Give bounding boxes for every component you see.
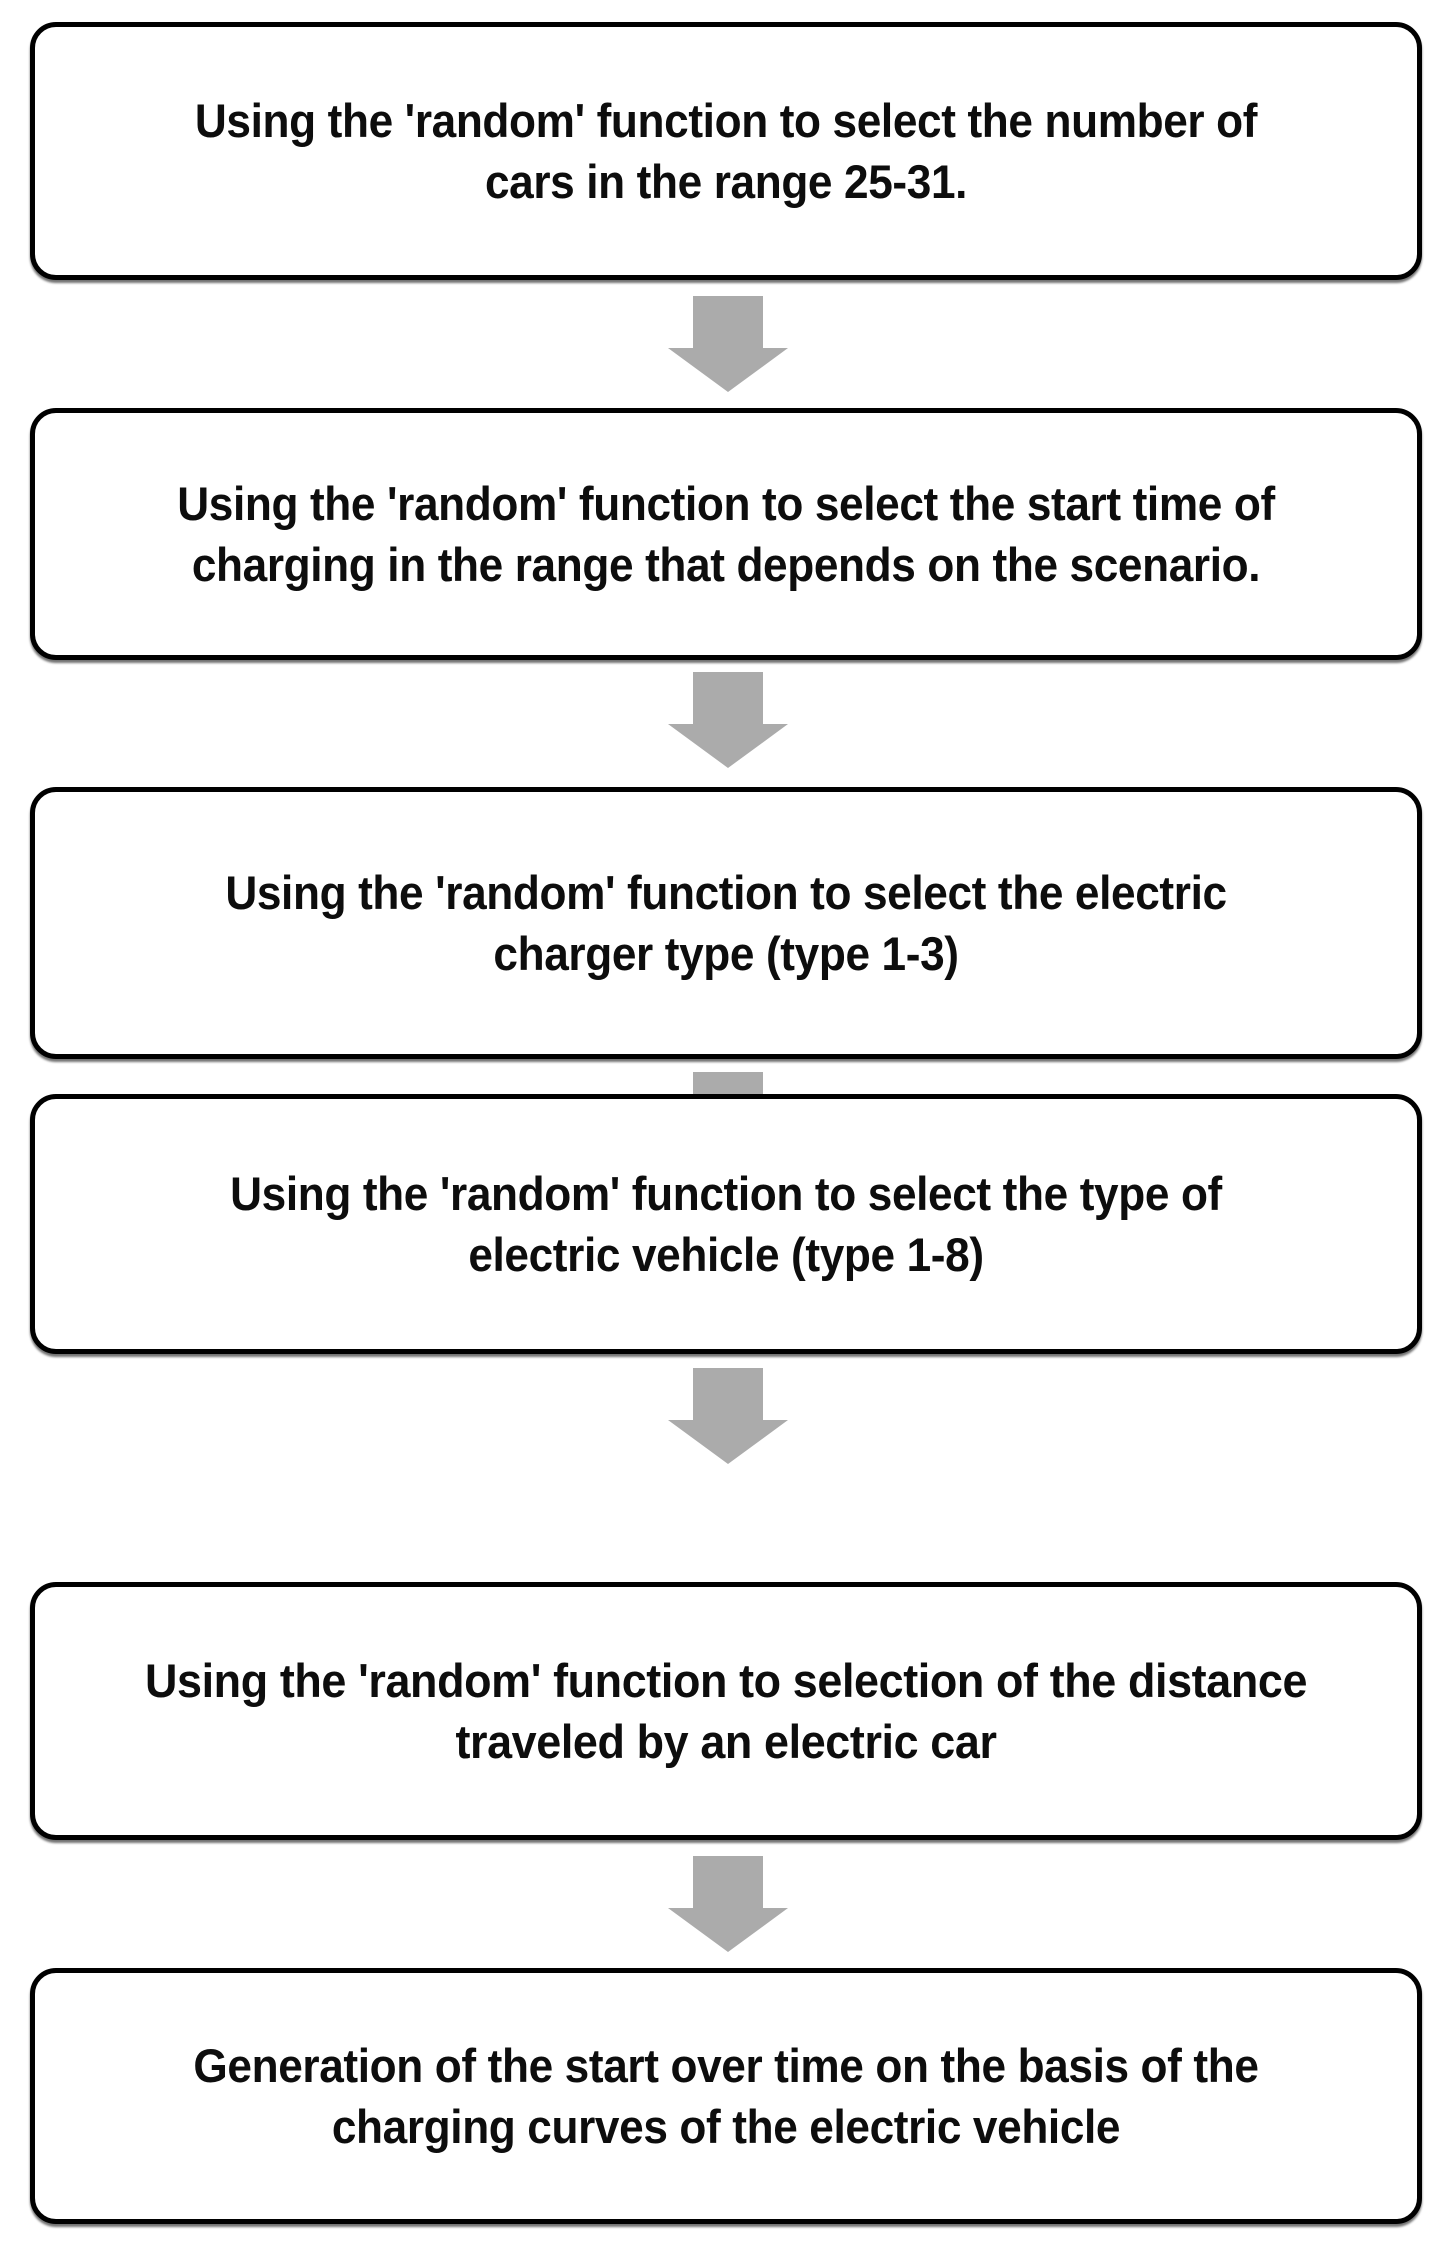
flow-arrow-4-to-5 (668, 1368, 788, 1464)
flowchart-node-step-3: Using the 'random' function to select th… (30, 787, 1422, 1059)
node-label-step-4: Using the 'random' function to select th… (230, 1166, 1222, 1281)
down-arrow-icon (668, 296, 788, 392)
node-label-step-3: Using the 'random' function to select th… (225, 865, 1227, 980)
down-arrow-icon (668, 1368, 788, 1464)
flowchart-node-step-6: Generation of the start over time on the… (30, 1968, 1422, 2224)
flow-arrow-5-to-6 (668, 1856, 788, 1952)
flowchart-node-step-1: Using the 'random' function to select th… (30, 22, 1422, 280)
node-label-step-1: Using the 'random' function to select th… (194, 93, 1258, 208)
flowchart-node-step-5: Using the 'random' function to selection… (30, 1582, 1422, 1840)
flowchart-node-step-4: Using the 'random' function to select th… (30, 1094, 1422, 1354)
down-arrow-icon (668, 1856, 788, 1952)
flowchart-node-step-2: Using the 'random' function to select th… (30, 408, 1422, 660)
node-label-step-6: Generation of the start over time on the… (193, 2038, 1259, 2153)
down-arrow-icon (668, 672, 788, 768)
node-label-step-2: Using the 'random' function to select th… (177, 476, 1275, 591)
node-label-step-5: Using the 'random' function to selection… (144, 1653, 1308, 1768)
flow-arrow-1-to-2 (668, 296, 788, 392)
flow-arrow-2-to-3 (668, 672, 788, 768)
